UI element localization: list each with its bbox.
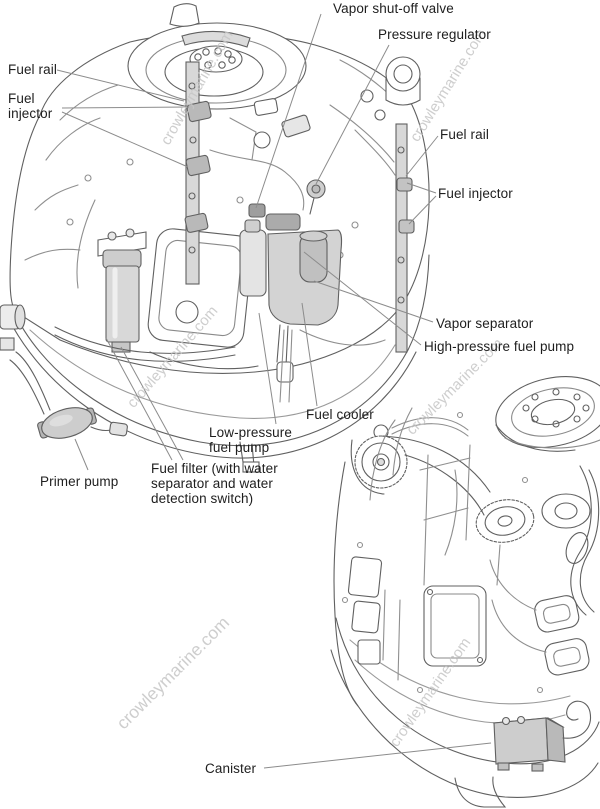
label-pressure-regulator: Pressure regulator [378,27,491,42]
leader-fuel-rail-left [56,69,185,102]
label-fuel-filter: Fuel filter (with water separator and wa… [151,461,278,506]
leader-lines [56,13,492,769]
leader-low-pressure-fuel-pump [258,312,277,425]
engine-top-illustration [0,3,430,473]
label-fuel-rail-right: Fuel rail [440,127,489,142]
skeg-detail [454,776,507,808]
label-low-pressure-fuel-pump: Low-pressure fuel pump [209,425,292,455]
label-fuel-cooler: Fuel cooler [306,407,374,422]
ignition-coils [489,559,590,676]
label-fuel-injector-right: Fuel injector [438,186,513,201]
label-high-pressure-fuel-pump: High-pressure fuel pump [424,339,575,354]
label-fuel-rail-left: Fuel rail [8,62,57,77]
throttle-detail [253,98,311,149]
intake-silencer [147,228,253,348]
leader-high-pressure-fuel-pump [303,251,422,346]
label-fuel-filter-line1: Fuel filter (with water [151,461,278,476]
leader-vapor-separator [313,280,434,323]
low-pressure-pump-part [239,229,267,297]
label-canister: Canister [205,761,257,776]
leader-fuel-filter-1 [105,337,173,461]
lower-cowl-bottom-engine [335,560,600,790]
engine-bottom-illustration [330,376,600,808]
timing-belt-pulleys [350,424,591,543]
fuel-filter-part [97,228,147,353]
leader-pressure-regulator [315,44,390,185]
wiring-harness [565,465,600,616]
canister-part [492,700,592,772]
label-fuel-injector-left-line2: injector [8,106,53,121]
cowl-port-hole [175,300,199,324]
label-low-pressure-fuel-pump-line1: Low-pressure [209,425,292,440]
primer-pump-bulb [37,407,97,439]
engine-detail-lines [24,59,396,346]
engine-block-detail [341,407,544,694]
fuel-rail-left-part [184,61,212,285]
cowl-front-fitting [0,304,26,351]
leader-primer-pump [74,438,89,471]
leader-canister [263,742,492,769]
leader-fuel-filter-2 [120,346,184,461]
leader-fuel-injector-right-2 [408,195,437,225]
fuel-line-fitting [109,421,128,437]
pan-bottom-detail [239,441,260,473]
relay-boxes [347,556,383,665]
leader-fuel-cooler [301,302,318,407]
flywheel-bottom-engine [495,376,600,452]
vapor-separator-assembly [239,179,343,403]
starter-cap-unit [360,56,421,121]
label-fuel-injector-left: Fuel injector [8,91,52,121]
leader-vapor-shut-off-valve [255,13,322,209]
label-vapor-shut-off-valve: Vapor shut-off valve [333,1,454,16]
label-low-pressure-fuel-pump-line2: fuel pump [209,440,270,455]
watermark: crowleymarine.com [112,612,233,733]
leader-fuel-injector-left-2 [61,111,189,168]
leader-fuel-injector-left-1 [61,106,190,109]
label-fuel-filter-line3: detection switch) [151,491,254,506]
leader-fuel-injector-right-1 [406,182,437,194]
label-fuel-filter-line2: separator and water [151,476,273,491]
ecu-box [423,585,487,667]
label-primer-pump: Primer pump [40,474,119,489]
fuel-rail-right-part [395,123,415,353]
fuel-hoses [9,326,259,432]
label-fuel-injector-left-line1: Fuel [8,91,35,106]
leader-fuel-rail-right [405,135,439,177]
label-vapor-separator: Vapor separator [436,316,534,331]
